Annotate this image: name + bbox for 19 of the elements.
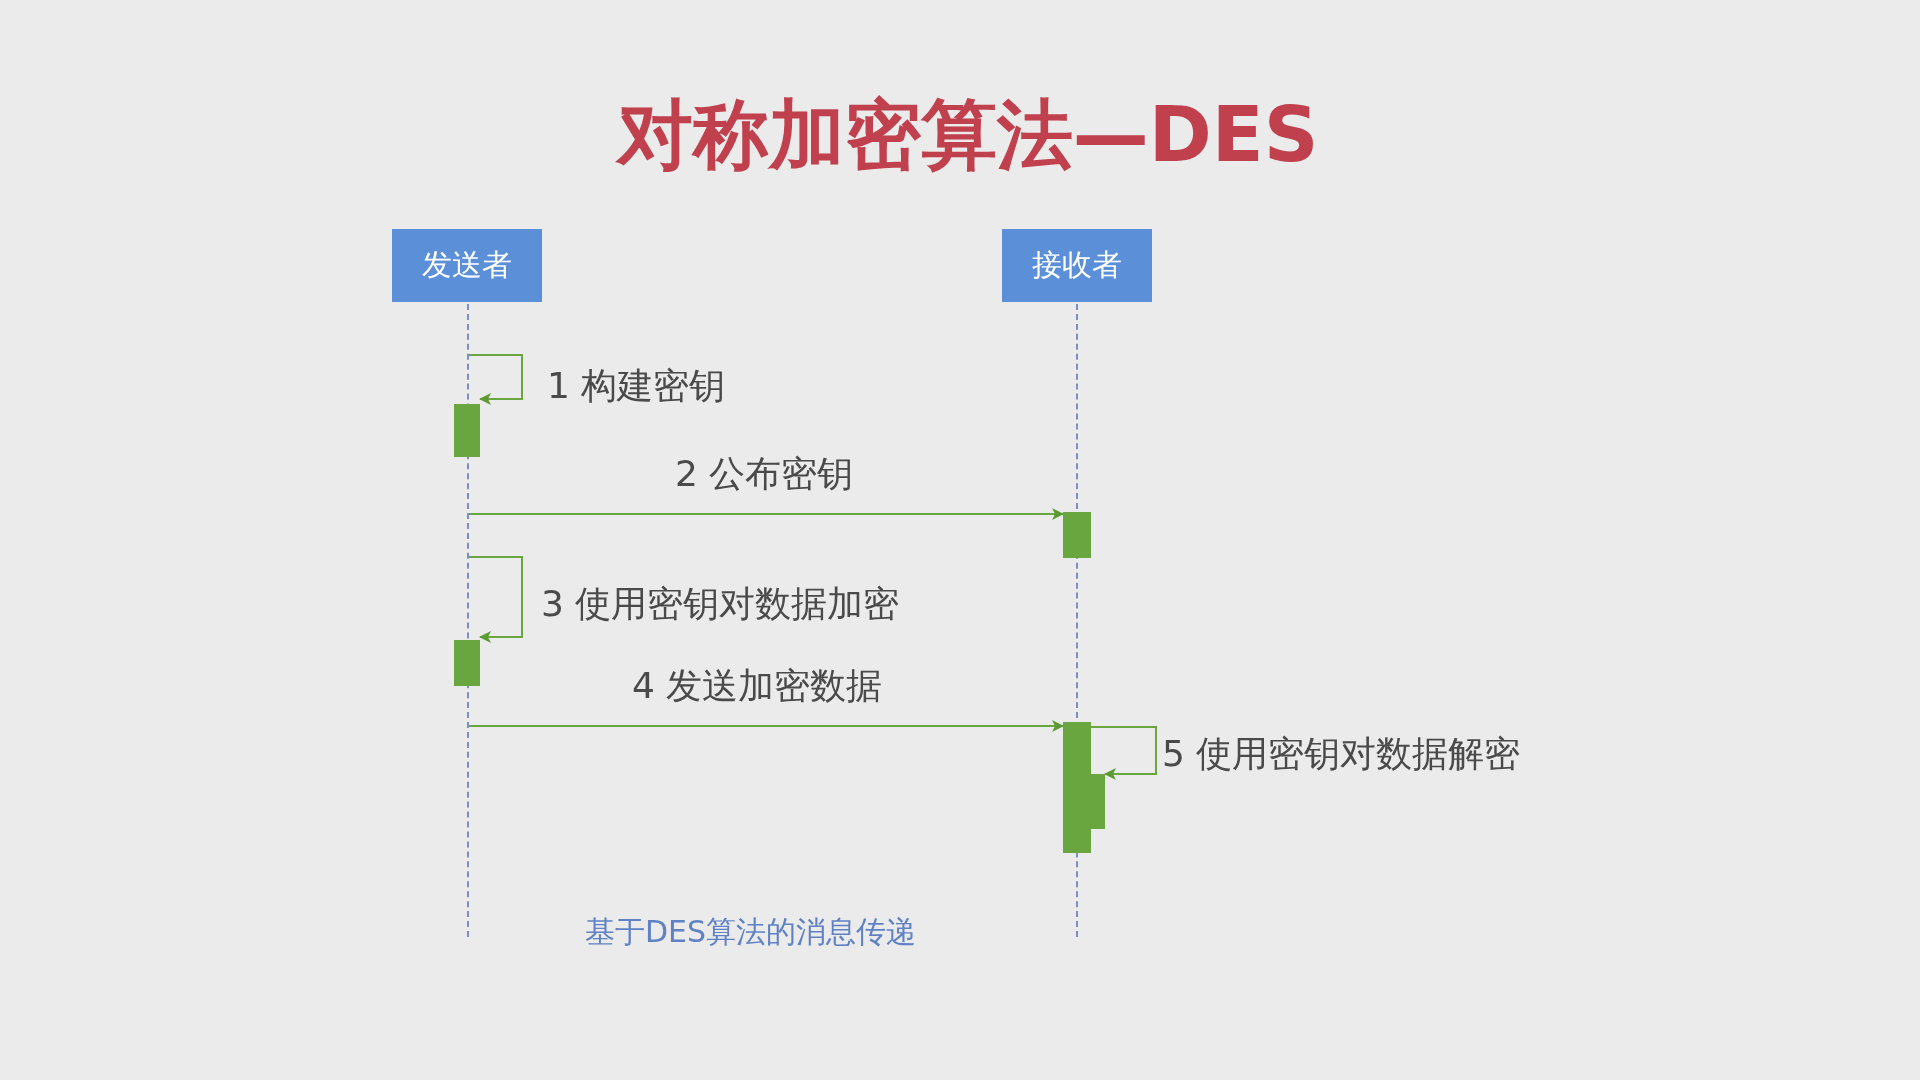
activation-bar [454,640,480,686]
participant-box: 发送者 [392,229,542,302]
message-label: 1 构建密钥 [547,364,726,408]
title: 对称加密算法—DES [616,90,1319,179]
caption: 基于DES算法的消息传递 [585,913,917,951]
message-arrow [1090,726,1157,780]
activation-bar [454,404,480,457]
message-arrow [467,508,1064,520]
message-arrow [467,556,523,643]
activation-bar [1091,774,1105,829]
message-label: 2 公布密钥 [675,452,854,496]
message-arrow [467,354,523,405]
participant-box: 接收者 [1002,229,1152,302]
activation-bar [1063,722,1091,853]
activation-bar [1063,512,1091,558]
message-label: 4 发送加密数据 [632,664,883,708]
message-label: 5 使用密钥对数据解密 [1162,732,1521,776]
message-label: 3 使用密钥对数据加密 [541,582,900,626]
message-arrow [467,720,1064,732]
